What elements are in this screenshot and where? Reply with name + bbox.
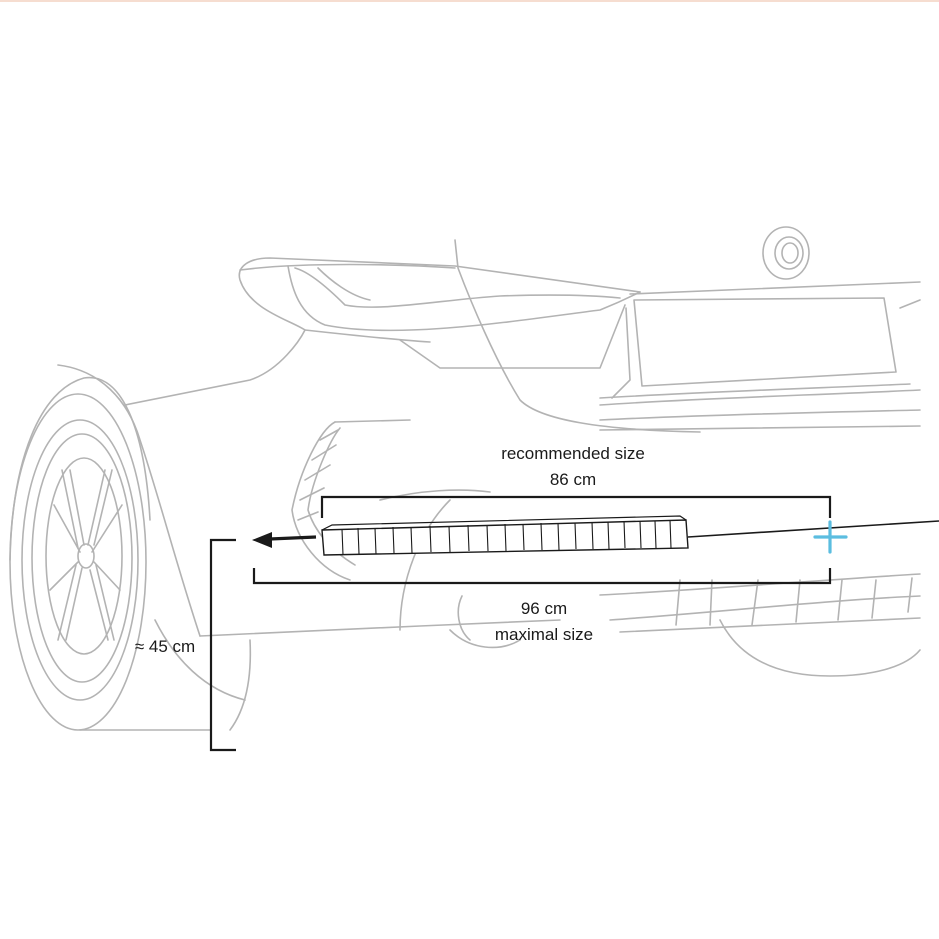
side-vent xyxy=(291,419,411,581)
top-accent-bar xyxy=(0,0,939,2)
led-strip xyxy=(321,515,689,556)
maximal-size-title: maximal size xyxy=(495,625,593,644)
maximal-size-bracket xyxy=(252,568,832,585)
license-plate-recess xyxy=(633,297,897,387)
recommended-size-value: 86 cm xyxy=(550,470,596,489)
height-bracket xyxy=(209,538,236,752)
recommended-size-title: recommended size xyxy=(501,444,645,463)
arrow-left-icon xyxy=(252,532,317,548)
emblem xyxy=(762,226,810,280)
rear-wheel xyxy=(9,376,151,731)
maximal-size-value: 96 cm xyxy=(521,599,567,618)
power-cable xyxy=(687,520,939,538)
recommended-size-bracket xyxy=(320,495,832,518)
tail-light xyxy=(287,265,641,369)
height-value: ≈ 45 cm xyxy=(135,637,195,656)
plus-icon xyxy=(813,520,848,554)
